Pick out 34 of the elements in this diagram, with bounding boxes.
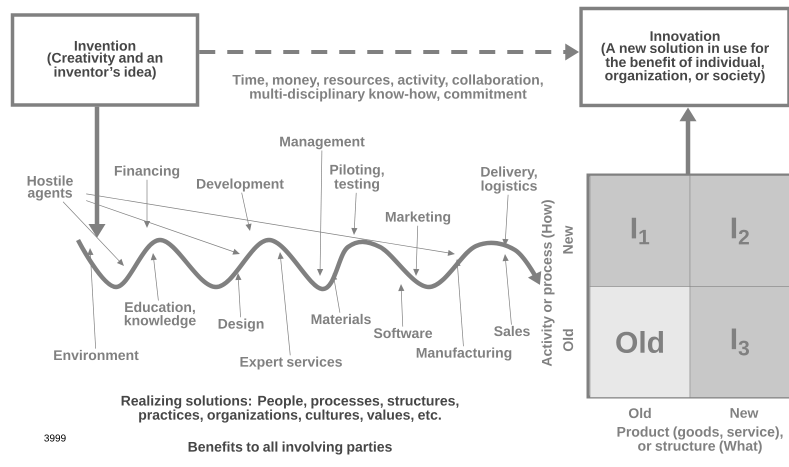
axis-label: Activity or process (How) [541, 200, 555, 366]
factor-label: Software [374, 328, 432, 338]
factor-label: Piloting, testing [330, 164, 384, 192]
edge-label: Time, money, resources, activity, collaboration, multi-disciplinary know-how, commitment [232, 74, 543, 102]
leader-arrow [62, 201, 124, 266]
factor-label: Environment [54, 350, 139, 360]
factor-label: Expert services [240, 356, 342, 370]
axis-label: Old [562, 329, 574, 352]
note-text: Realizing solutions: People, processes, structures, practices, organizations, cultures, values, etc. [122, 395, 458, 423]
factor-label: Management [280, 136, 365, 150]
quadrant: I$_{3}$ [690, 286, 789, 398]
quadrant: I$_{1}$ [590, 175, 690, 287]
text-box: Innovation (A new solution in use for the benefit of individual, organization, or society) [579, 6, 789, 108]
axis-label: New [563, 226, 573, 254]
factor-label: Marketing [386, 211, 450, 225]
quadrant: Old [590, 286, 690, 398]
factor-label: Materials [312, 314, 371, 324]
factor-label: Delivery, logistics [481, 166, 537, 194]
axis-label: Old [628, 408, 651, 418]
wave-arrow [76, 238, 542, 292]
axis-label: New [730, 408, 758, 418]
note-text: Benefits to all involving parties [188, 441, 392, 455]
figure-number: 3999 [44, 434, 66, 442]
axis-label: Product (goods, service), or structure (What) [617, 426, 783, 454]
factor-label: Financing [114, 165, 180, 179]
factor-label: Sales [494, 326, 530, 336]
quadrant: I$_{2}$ [690, 175, 789, 287]
text-box: Invention (Creativity and an inventor’s idea) [10, 13, 200, 107]
factor-label: Manufacturing [416, 347, 512, 361]
factor-label: Design [218, 318, 264, 332]
factor-label: Education, knowledge [124, 302, 196, 328]
leader-arrow [86, 200, 240, 255]
factor-label: Development [197, 178, 284, 192]
factor-label: Hostile agents [28, 175, 73, 201]
